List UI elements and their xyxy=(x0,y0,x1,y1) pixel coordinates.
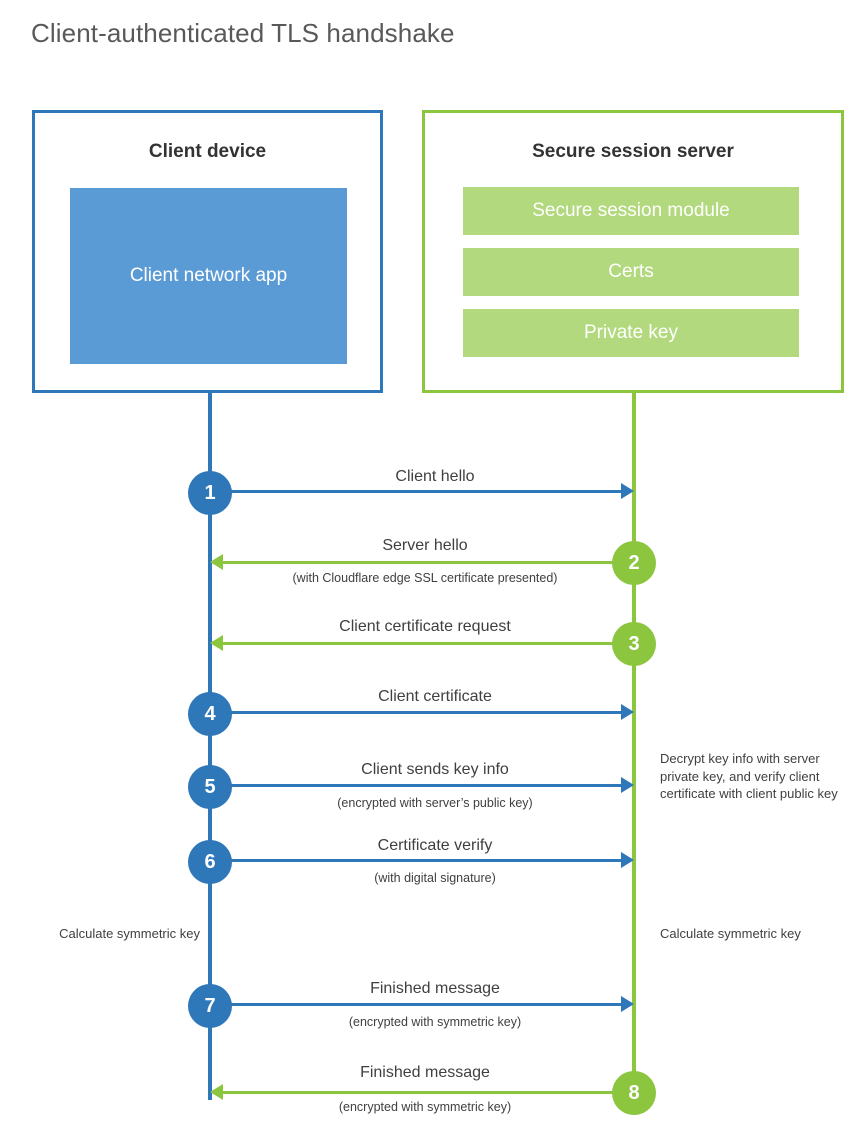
message-arrow-head-2 xyxy=(210,554,223,570)
note-server-decrypt: Decrypt key info with server private key… xyxy=(660,751,838,802)
step-marker-8[interactable]: 8 xyxy=(612,1071,656,1115)
message-arrow-line-3 xyxy=(222,642,634,645)
message-label-7: Finished message xyxy=(370,980,500,997)
message-arrow-head-5 xyxy=(621,777,634,793)
message-arrow-head-1 xyxy=(621,483,634,499)
secure-session-server-box: Secure session server Secure session mod… xyxy=(422,110,844,393)
client-device-title: Client device xyxy=(148,141,267,162)
message-arrow-head-8 xyxy=(210,1084,223,1100)
message-label-1: Client hello xyxy=(395,468,475,485)
message-arrow-line-1 xyxy=(210,490,622,493)
message-arrow-line-7 xyxy=(210,1003,622,1006)
message-label-8: Finished message xyxy=(360,1064,490,1081)
secure-session-server-title: Secure session server xyxy=(532,141,734,162)
step-marker-2[interactable]: 2 xyxy=(612,541,656,585)
server-modules-list: Secure session module Certs Private key xyxy=(463,187,799,357)
step-marker-4[interactable]: 4 xyxy=(188,692,232,736)
client-device-box: Client device Client network app xyxy=(32,110,383,393)
step-marker-1[interactable]: 1 xyxy=(188,471,232,515)
message-arrow-head-4 xyxy=(621,704,634,720)
message-arrow-line-4 xyxy=(210,711,622,714)
message-label-6: Certificate verify xyxy=(377,837,493,854)
message-arrow-line-8 xyxy=(222,1091,634,1094)
message-sublabel-8: (encrypted with symmetric key) xyxy=(338,1100,512,1114)
note-client-calculate-symmetric-key: Calculate symmetric key xyxy=(59,926,200,941)
message-arrow-line-5 xyxy=(210,784,622,787)
message-arrow-head-7 xyxy=(621,996,634,1012)
message-arrow-head-6 xyxy=(621,852,634,868)
message-label-2: Server hello xyxy=(382,537,468,554)
message-sublabel-5: (encrypted with server’s public key) xyxy=(337,796,533,810)
step-marker-7[interactable]: 7 xyxy=(188,984,232,1028)
message-arrow-line-2 xyxy=(222,561,634,564)
page-title: Client-authenticated TLS handshake xyxy=(31,18,455,48)
message-label-5: Client sends key info xyxy=(361,761,509,778)
client-network-app-block: Client network app xyxy=(70,188,347,364)
step-marker-3[interactable]: 3 xyxy=(612,622,656,666)
server-module-private-key: Private key xyxy=(463,309,799,357)
server-module-certs: Certs xyxy=(463,248,799,296)
server-lifeline xyxy=(632,393,636,1093)
message-sublabel-6: (with digital signature) xyxy=(374,871,496,885)
message-label-3: Client certificate request xyxy=(339,618,511,635)
step-marker-6[interactable]: 6 xyxy=(188,840,232,884)
note-server-calculate-symmetric-key: Calculate symmetric key xyxy=(660,926,801,941)
server-module-secure-session-module: Secure session module xyxy=(463,187,799,235)
message-sublabel-7: (encrypted with symmetric key) xyxy=(348,1015,522,1029)
message-label-4: Client certificate xyxy=(378,688,492,705)
message-sublabel-2: (with Cloudflare edge SSL certificate pr… xyxy=(292,571,558,585)
client-lifeline xyxy=(208,393,212,1100)
step-marker-5[interactable]: 5 xyxy=(188,765,232,809)
message-arrow-head-3 xyxy=(210,635,223,651)
message-arrow-line-6 xyxy=(210,859,622,862)
